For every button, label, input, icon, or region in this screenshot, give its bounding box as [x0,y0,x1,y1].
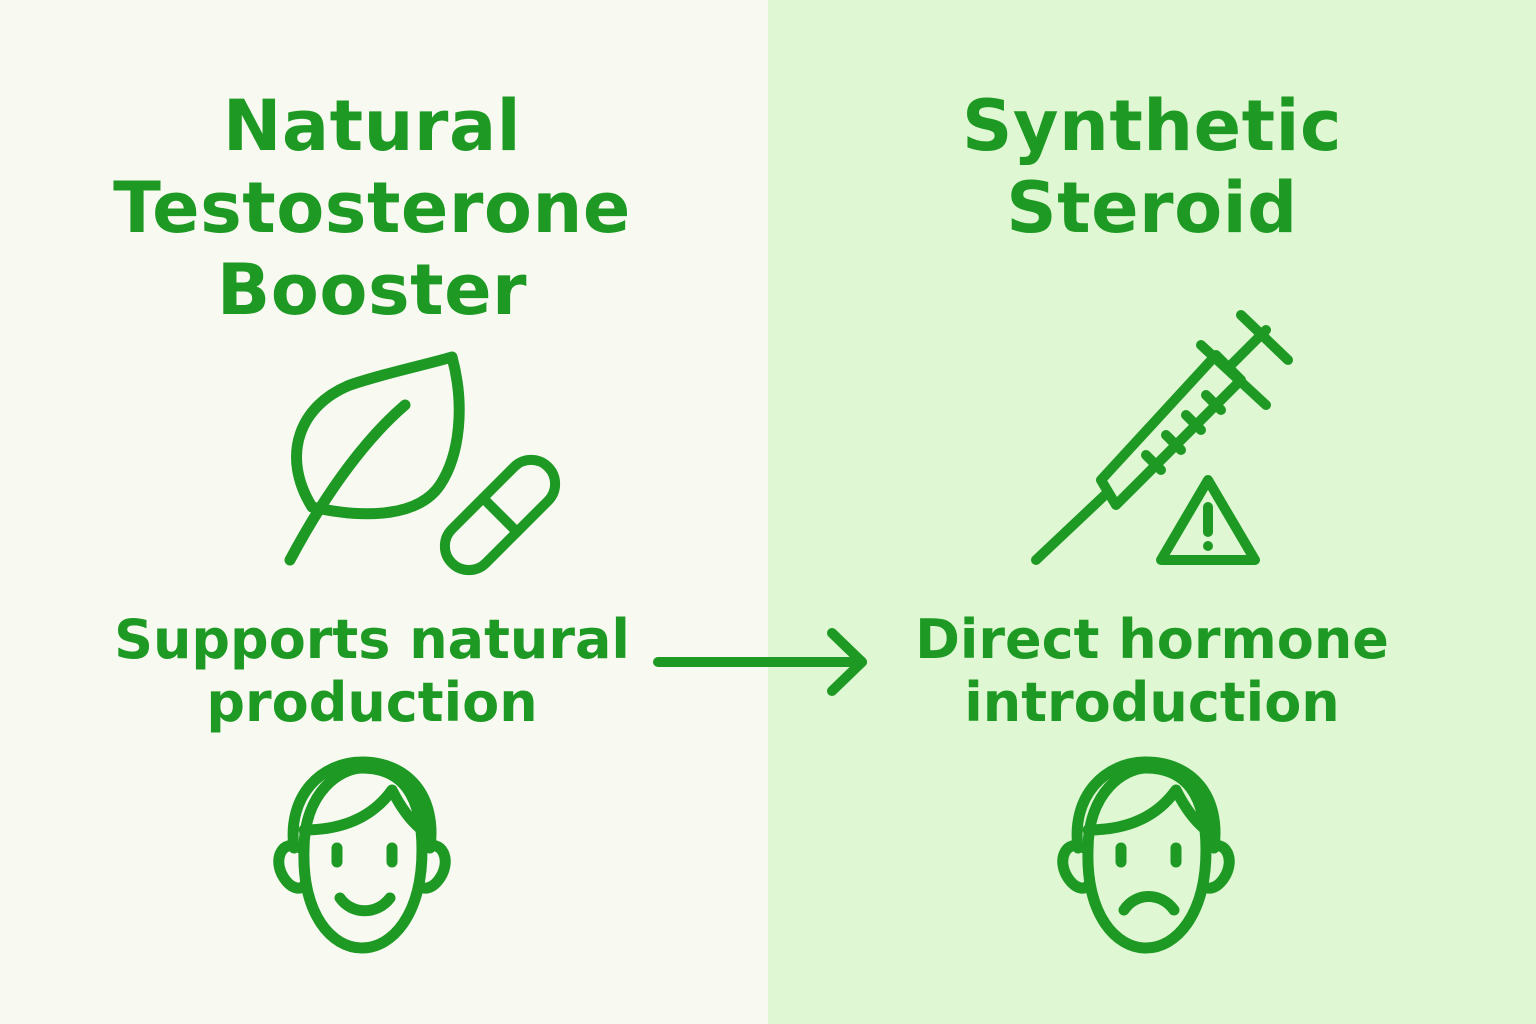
title-line: Testosterone [113,167,631,249]
caption-line: production [206,671,538,734]
title-line: Booster [216,249,528,331]
happy-face-icon [273,756,451,954]
natural-booster-title: Natural Testosterone Booster [0,85,756,331]
caption-line: Direct hormone [915,608,1389,671]
synthetic-steroid-caption: Direct hormone introduction [768,608,1536,734]
arrow-right-icon [653,628,867,696]
title-line: Natural [222,85,522,167]
natural-booster-panel: Natural Testosterone Booster Supports na… [0,0,768,1024]
title-line: Synthetic [961,85,1343,167]
syringe-icon [1031,310,1293,565]
capsule-icon [439,454,561,576]
title-line: Steroid [1006,167,1298,249]
warning-triangle-icon [1156,475,1260,565]
caption-line: Supports natural [114,608,630,671]
natural-booster-caption: Supports natural production [0,608,756,734]
caption-line: introduction [964,671,1340,734]
synthetic-steroid-title: Synthetic Steroid [768,85,1536,249]
synthetic-steroid-panel: Synthetic Steroid Direct hormone introdu… [768,0,1536,1024]
sad-face-icon [1057,756,1235,954]
leaf-icon [284,351,465,566]
